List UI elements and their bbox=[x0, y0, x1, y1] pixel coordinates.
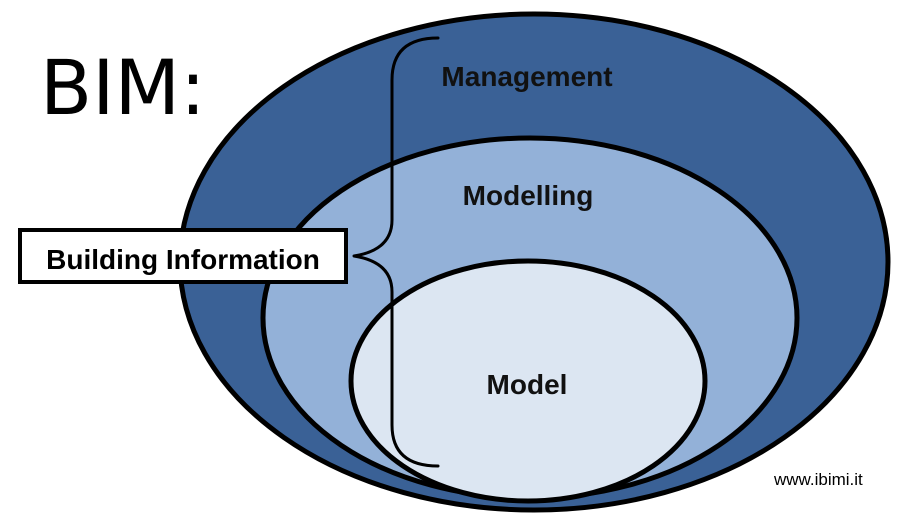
footer-url: www.ibimi.it bbox=[773, 470, 863, 489]
management-label: Management bbox=[441, 61, 612, 92]
building-information-box bbox=[18, 228, 348, 284]
building-information-label: Building Information bbox=[46, 244, 320, 275]
model-ellipse bbox=[348, 258, 708, 504]
modelling-label: Modelling bbox=[463, 180, 594, 211]
page-title: BIM: bbox=[40, 43, 206, 132]
curly-brace-icon bbox=[352, 36, 440, 468]
model-label: Model bbox=[487, 369, 568, 400]
